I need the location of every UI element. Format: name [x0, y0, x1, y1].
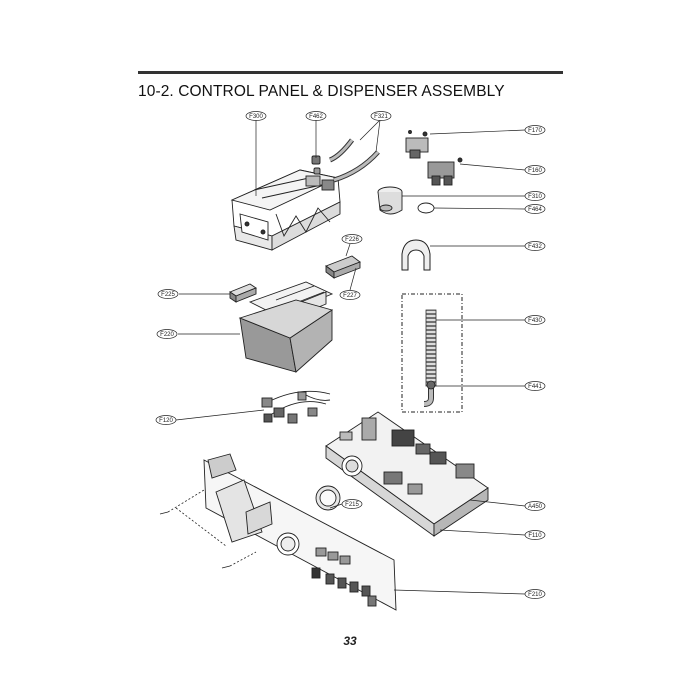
callout-F227: F227 — [339, 290, 361, 300]
svg-text:F227: F227 — [343, 293, 357, 299]
svg-text:F226: F226 — [345, 237, 359, 243]
svg-text:A450: A450 — [528, 504, 543, 510]
callout-F321: F321 — [370, 111, 392, 121]
callout-F226: F226 — [341, 234, 363, 244]
hose-clamp — [311, 155, 321, 175]
callout-F170: F170 — [524, 125, 546, 135]
page-title: 10-2. CONTROL PANEL & DISPENSER ASSEMBLY — [138, 83, 505, 100]
callout-F220: F220 — [156, 329, 178, 339]
drain-hose — [401, 293, 463, 413]
selector-knob — [315, 485, 341, 511]
callout-F464: F464 — [524, 204, 546, 214]
screws — [159, 489, 257, 569]
hose-holder — [401, 239, 431, 271]
callout-F310: F310 — [524, 191, 546, 201]
callout-F120: F120 — [155, 415, 177, 425]
detergent-drawer — [238, 281, 334, 373]
callout-F432: F432 — [524, 241, 546, 251]
svg-text:F220: F220 — [160, 332, 174, 338]
svg-text:F432: F432 — [528, 244, 542, 250]
callout-F441: F441 — [524, 381, 546, 391]
callout-A450: A450 — [524, 501, 546, 511]
dispenser-housing — [230, 169, 341, 251]
svg-text:F462: F462 — [309, 114, 323, 120]
callout-F430: F430 — [524, 315, 546, 325]
pcb-assembly — [325, 411, 489, 537]
callout-F110: F110 — [524, 530, 546, 540]
water-valve-bottom — [427, 157, 463, 186]
callout-F160: F160 — [524, 165, 546, 175]
callout-F210: F210 — [524, 589, 546, 599]
svg-text:F321: F321 — [374, 114, 388, 120]
svg-text:F215: F215 — [345, 502, 359, 508]
inlet-hoses — [328, 138, 380, 183]
svg-text:F210: F210 — [528, 592, 542, 598]
svg-text:F300: F300 — [249, 114, 263, 120]
svg-text:F225: F225 — [161, 292, 175, 298]
water-valve-top — [405, 130, 429, 159]
control-panel-frame — [203, 453, 397, 611]
svg-text:F464: F464 — [528, 207, 542, 213]
clamp-ring — [417, 202, 435, 214]
svg-text:F441: F441 — [528, 384, 542, 390]
siphon-cap — [325, 255, 361, 279]
callout-F462: F462 — [305, 111, 327, 121]
svg-text:F310: F310 — [528, 194, 542, 200]
page-number: 33 — [343, 634, 357, 648]
callout-F215: F215 — [341, 499, 363, 509]
svg-text:F110: F110 — [528, 533, 542, 539]
leader-lines — [175, 119, 526, 595]
wiring-harness — [261, 390, 331, 424]
svg-text:F430: F430 — [528, 318, 542, 324]
callout-F225: F225 — [157, 289, 179, 299]
callout-F300: F300 — [245, 111, 267, 121]
svg-text:F170: F170 — [528, 128, 542, 134]
softener-cap — [229, 283, 257, 303]
header-rule — [138, 71, 563, 74]
svg-text:F160: F160 — [528, 168, 542, 174]
svg-text:F120: F120 — [159, 418, 173, 424]
air-chamber — [377, 186, 403, 215]
